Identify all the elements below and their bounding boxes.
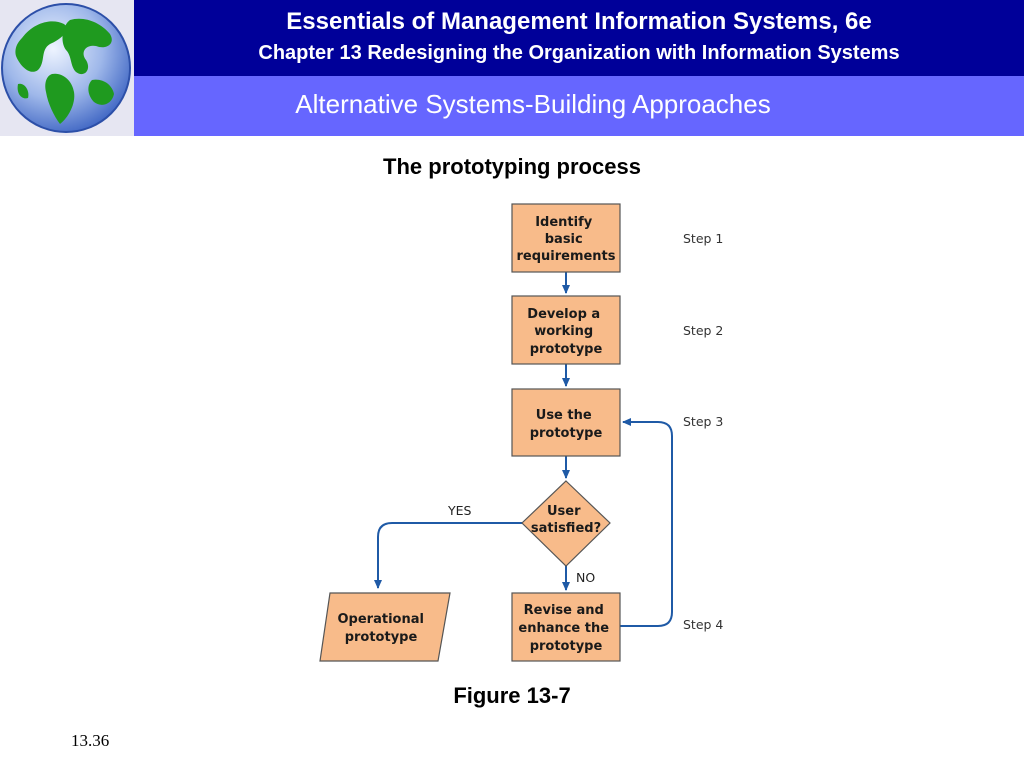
svg-text:Use the prototype: Use the prototype	[530, 408, 603, 441]
node-line: prototype	[345, 630, 418, 645]
edges	[374, 272, 673, 627]
header-bar	[0, 0, 1024, 76]
node-identify-requirements: Identify basic requirements	[511, 203, 621, 273]
node-line: Operational	[338, 612, 424, 627]
svg-text:Identify basic req: Identify basic requirements	[516, 215, 615, 264]
node-line: satisfied?	[531, 521, 601, 536]
node-line: Identify	[535, 215, 593, 230]
node-line: Revise and	[524, 603, 604, 618]
svg-text:User satisfied?: User satisfied?	[531, 504, 601, 536]
node-user-satisfied-decision: User satisfied?	[521, 480, 611, 567]
node-line: basic	[545, 232, 583, 247]
node-line: User	[547, 504, 581, 519]
globe-icon	[1, 3, 131, 133]
svg-text:Revise and enhance the: Revise and enhance the prototype	[518, 603, 613, 654]
node-operational-prototype: Operational prototype	[319, 592, 451, 662]
slide-number: 13.36	[71, 731, 110, 750]
svg-text:Operational prototype: Operational prototype	[338, 612, 429, 645]
svg-text:Develop a working: Develop a working prototype	[527, 307, 604, 357]
node-revise-prototype: Revise and enhance the prototype	[511, 592, 621, 662]
node-line: working	[534, 324, 593, 339]
chapter-title: Chapter 13 Redesigning the Organization …	[258, 42, 900, 64]
node-use-prototype: Use the prototype	[511, 388, 621, 457]
edge-revise-loop	[620, 418, 673, 627]
step-label: Step 4	[683, 617, 723, 632]
edge-label-yes: YES	[447, 503, 472, 518]
node-line: Develop a	[527, 307, 600, 322]
step-label: Step 3	[683, 414, 723, 429]
figure-caption: Figure 13-7	[453, 683, 571, 708]
logo	[0, 0, 134, 136]
edge-label-no: NO	[576, 570, 595, 585]
step-label: Step 2	[683, 323, 723, 338]
section-title: Alternative Systems-Building Approaches	[295, 89, 771, 119]
node-line: enhance the	[518, 621, 609, 636]
node-line: prototype	[530, 342, 603, 357]
section-bar	[0, 76, 1024, 136]
step-label: Step 1	[683, 231, 723, 246]
node-line: prototype	[530, 639, 603, 654]
book-title: Essentials of Management Information Sys…	[286, 8, 872, 35]
diagram-title: The prototyping process	[383, 154, 641, 179]
node-develop-prototype: Develop a working prototype	[511, 295, 621, 365]
node-line: Use the	[536, 408, 592, 423]
edge-decision-yes	[374, 522, 522, 589]
node-line: requirements	[516, 249, 615, 264]
node-line: prototype	[530, 426, 603, 441]
